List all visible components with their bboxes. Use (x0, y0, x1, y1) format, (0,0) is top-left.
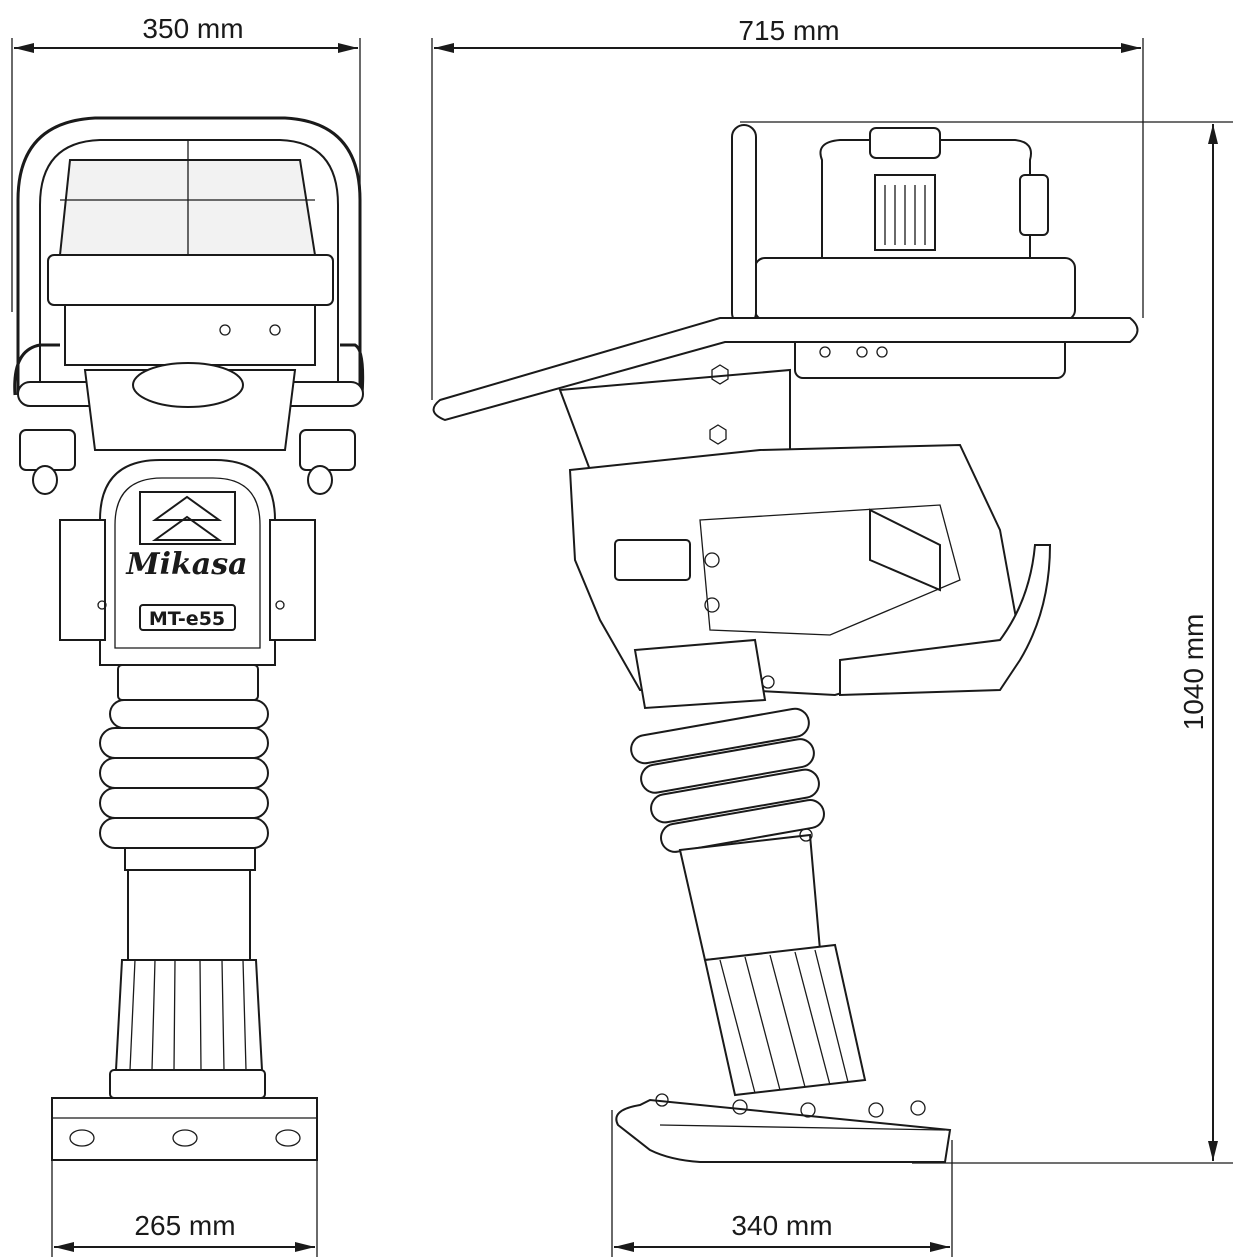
front-handlebar (13, 343, 365, 396)
dimension-350: 350 mm (11, 13, 361, 312)
side-handle-post (731, 124, 757, 326)
front-view: Mikasa MT-e55 (13, 116, 365, 1161)
dimension-label-side-length: 715 mm (738, 15, 839, 46)
side-leg (678, 833, 822, 962)
dimension-label-side-foot-length: 340 mm (731, 1210, 832, 1241)
brand-logo: Mikasa MT-e55 (125, 491, 248, 631)
front-handle-frame (16, 116, 362, 395)
front-leg (127, 869, 251, 961)
model-plate-text: MT-e55 (149, 608, 225, 630)
side-bellows (630, 707, 825, 853)
front-foot-plate (51, 1097, 318, 1161)
battery-pack (754, 127, 1076, 379)
brand-logo-text: Mikasa (125, 547, 247, 582)
dimension-label-front-foot-width: 265 mm (134, 1210, 235, 1241)
front-bellows (99, 699, 269, 849)
dimension-340: 340 mm (611, 1110, 953, 1257)
side-view (432, 124, 1139, 1163)
dimension-1040: 1040 mm (740, 121, 1233, 1164)
dimension-265: 265 mm (51, 1160, 318, 1257)
dimension-715: 715 mm (431, 15, 1144, 400)
dimension-label-side-height: 1040 mm (1178, 614, 1209, 731)
side-handlebar (432, 317, 1139, 422)
side-guard (839, 544, 1052, 697)
side-foot-plate (615, 1098, 952, 1163)
dimension-label-front-width: 350 mm (142, 13, 243, 44)
